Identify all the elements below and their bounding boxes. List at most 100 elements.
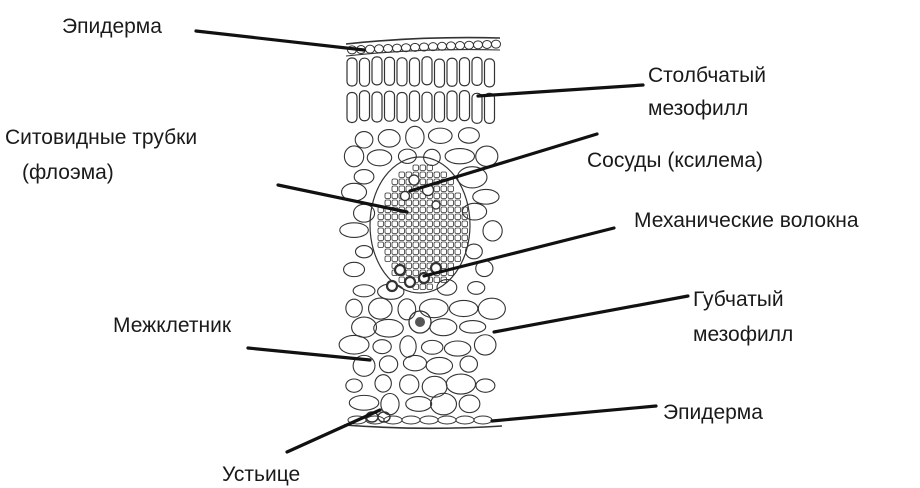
conducting-cell xyxy=(448,214,454,220)
spongy-cell xyxy=(344,262,365,276)
conducting-cell xyxy=(413,221,419,227)
conducting-cell xyxy=(413,228,419,234)
conducting-cell xyxy=(420,179,426,185)
palisade-cell xyxy=(360,91,370,121)
conducting-cell xyxy=(441,256,447,262)
conducting-cell xyxy=(413,256,419,262)
conducting-cell xyxy=(441,186,447,192)
spongy-cell xyxy=(459,395,480,413)
conducting-cell xyxy=(448,207,454,213)
palisade-cell xyxy=(435,92,445,122)
leader-palisade xyxy=(478,85,643,96)
palisade-cell xyxy=(460,58,470,86)
palisade-cell xyxy=(485,93,495,123)
xylem-vessel xyxy=(401,192,410,201)
label-xylem: Сосуды (ксилема) xyxy=(587,148,763,174)
spongy-cell xyxy=(406,397,432,412)
spongy-cell xyxy=(346,379,362,392)
conducting-cell xyxy=(420,165,426,171)
spongy-cell xyxy=(473,189,499,204)
conducting-cell xyxy=(392,179,398,185)
conducting-cell xyxy=(455,221,461,227)
conducting-cell xyxy=(378,214,384,220)
conducting-cell xyxy=(385,200,391,206)
palisade-cell xyxy=(385,91,395,121)
conducting-cell xyxy=(420,214,426,220)
spongy-cell xyxy=(468,282,485,295)
spongy-cell xyxy=(460,356,477,372)
conducting-cell xyxy=(399,249,405,255)
spongy-cell xyxy=(398,299,416,320)
conducting-cell xyxy=(392,228,398,234)
leader-epidermis-bottom xyxy=(492,406,656,421)
conducting-cell xyxy=(420,263,426,269)
conducting-cell xyxy=(406,228,412,234)
label-spongy-mesophyll-line2: мезофилл xyxy=(693,322,793,348)
conducting-cell xyxy=(420,256,426,262)
conducting-cell xyxy=(420,221,426,227)
conducting-cell xyxy=(448,235,454,241)
conducting-cell xyxy=(399,221,405,227)
spongy-cell xyxy=(426,357,452,374)
spongy-cell xyxy=(421,340,442,354)
conducting-cell xyxy=(441,235,447,241)
conducting-cell xyxy=(427,256,433,262)
spongy-cell xyxy=(483,221,502,241)
conducting-cell xyxy=(406,249,412,255)
spongy-cell xyxy=(400,336,416,358)
conducting-cell xyxy=(406,214,412,220)
conducting-cell xyxy=(455,214,461,220)
conducting-cell xyxy=(406,256,412,262)
lower-epidermis-cell xyxy=(420,416,438,424)
conducting-cell xyxy=(448,221,454,227)
spongy-cell xyxy=(419,299,448,318)
spongy-cell xyxy=(406,126,424,148)
conducting-cell xyxy=(420,242,426,248)
conducting-cell xyxy=(448,228,454,234)
conducting-cell xyxy=(455,228,461,234)
conducting-cell xyxy=(455,207,461,213)
conducting-cell xyxy=(378,228,384,234)
spongy-cell xyxy=(430,319,457,336)
palisade-cell xyxy=(360,58,370,86)
conducting-cell xyxy=(399,256,405,262)
epidermis-cell xyxy=(465,41,474,49)
conducting-cell xyxy=(455,256,461,262)
conducting-cell xyxy=(434,256,440,262)
spongy-cell xyxy=(349,395,379,410)
spongy-cell xyxy=(476,379,495,392)
conducting-cell xyxy=(448,242,454,248)
conducting-cell xyxy=(448,186,454,192)
conducting-cell xyxy=(434,186,440,192)
epidermis-cell xyxy=(483,40,492,48)
palisade-cell xyxy=(372,92,382,122)
conducting-cell xyxy=(462,228,468,234)
conducting-cell xyxy=(392,214,398,220)
palisade-cell xyxy=(472,57,482,85)
conducting-cell xyxy=(392,186,398,192)
epidermis-cell xyxy=(456,42,465,50)
spongy-cell xyxy=(400,375,419,394)
conducting-cell xyxy=(420,200,426,206)
palisade-cell xyxy=(447,91,457,121)
conducting-cell xyxy=(385,249,391,255)
palisade-cell xyxy=(435,59,445,87)
conducting-cell xyxy=(399,242,405,248)
mechanical-fiber xyxy=(387,281,397,291)
lower-epidermis-cell xyxy=(402,416,420,424)
spongy-cell xyxy=(352,317,377,337)
leader-lines xyxy=(196,31,688,452)
leader-epidermis-top xyxy=(196,31,364,50)
epidermis-cell xyxy=(492,40,501,48)
conducting-cell xyxy=(399,172,405,178)
spongy-cell xyxy=(428,128,452,143)
conducting-cell xyxy=(399,235,405,241)
palisade-cell xyxy=(410,58,420,86)
palisade-cell xyxy=(447,58,457,86)
spongy-cell xyxy=(444,341,470,356)
palisade-cell xyxy=(460,91,470,121)
spongy-cell xyxy=(449,300,477,316)
conducting-cell xyxy=(448,193,454,199)
conducting-cell xyxy=(462,242,468,248)
lower-epidermis-cells xyxy=(348,416,492,424)
